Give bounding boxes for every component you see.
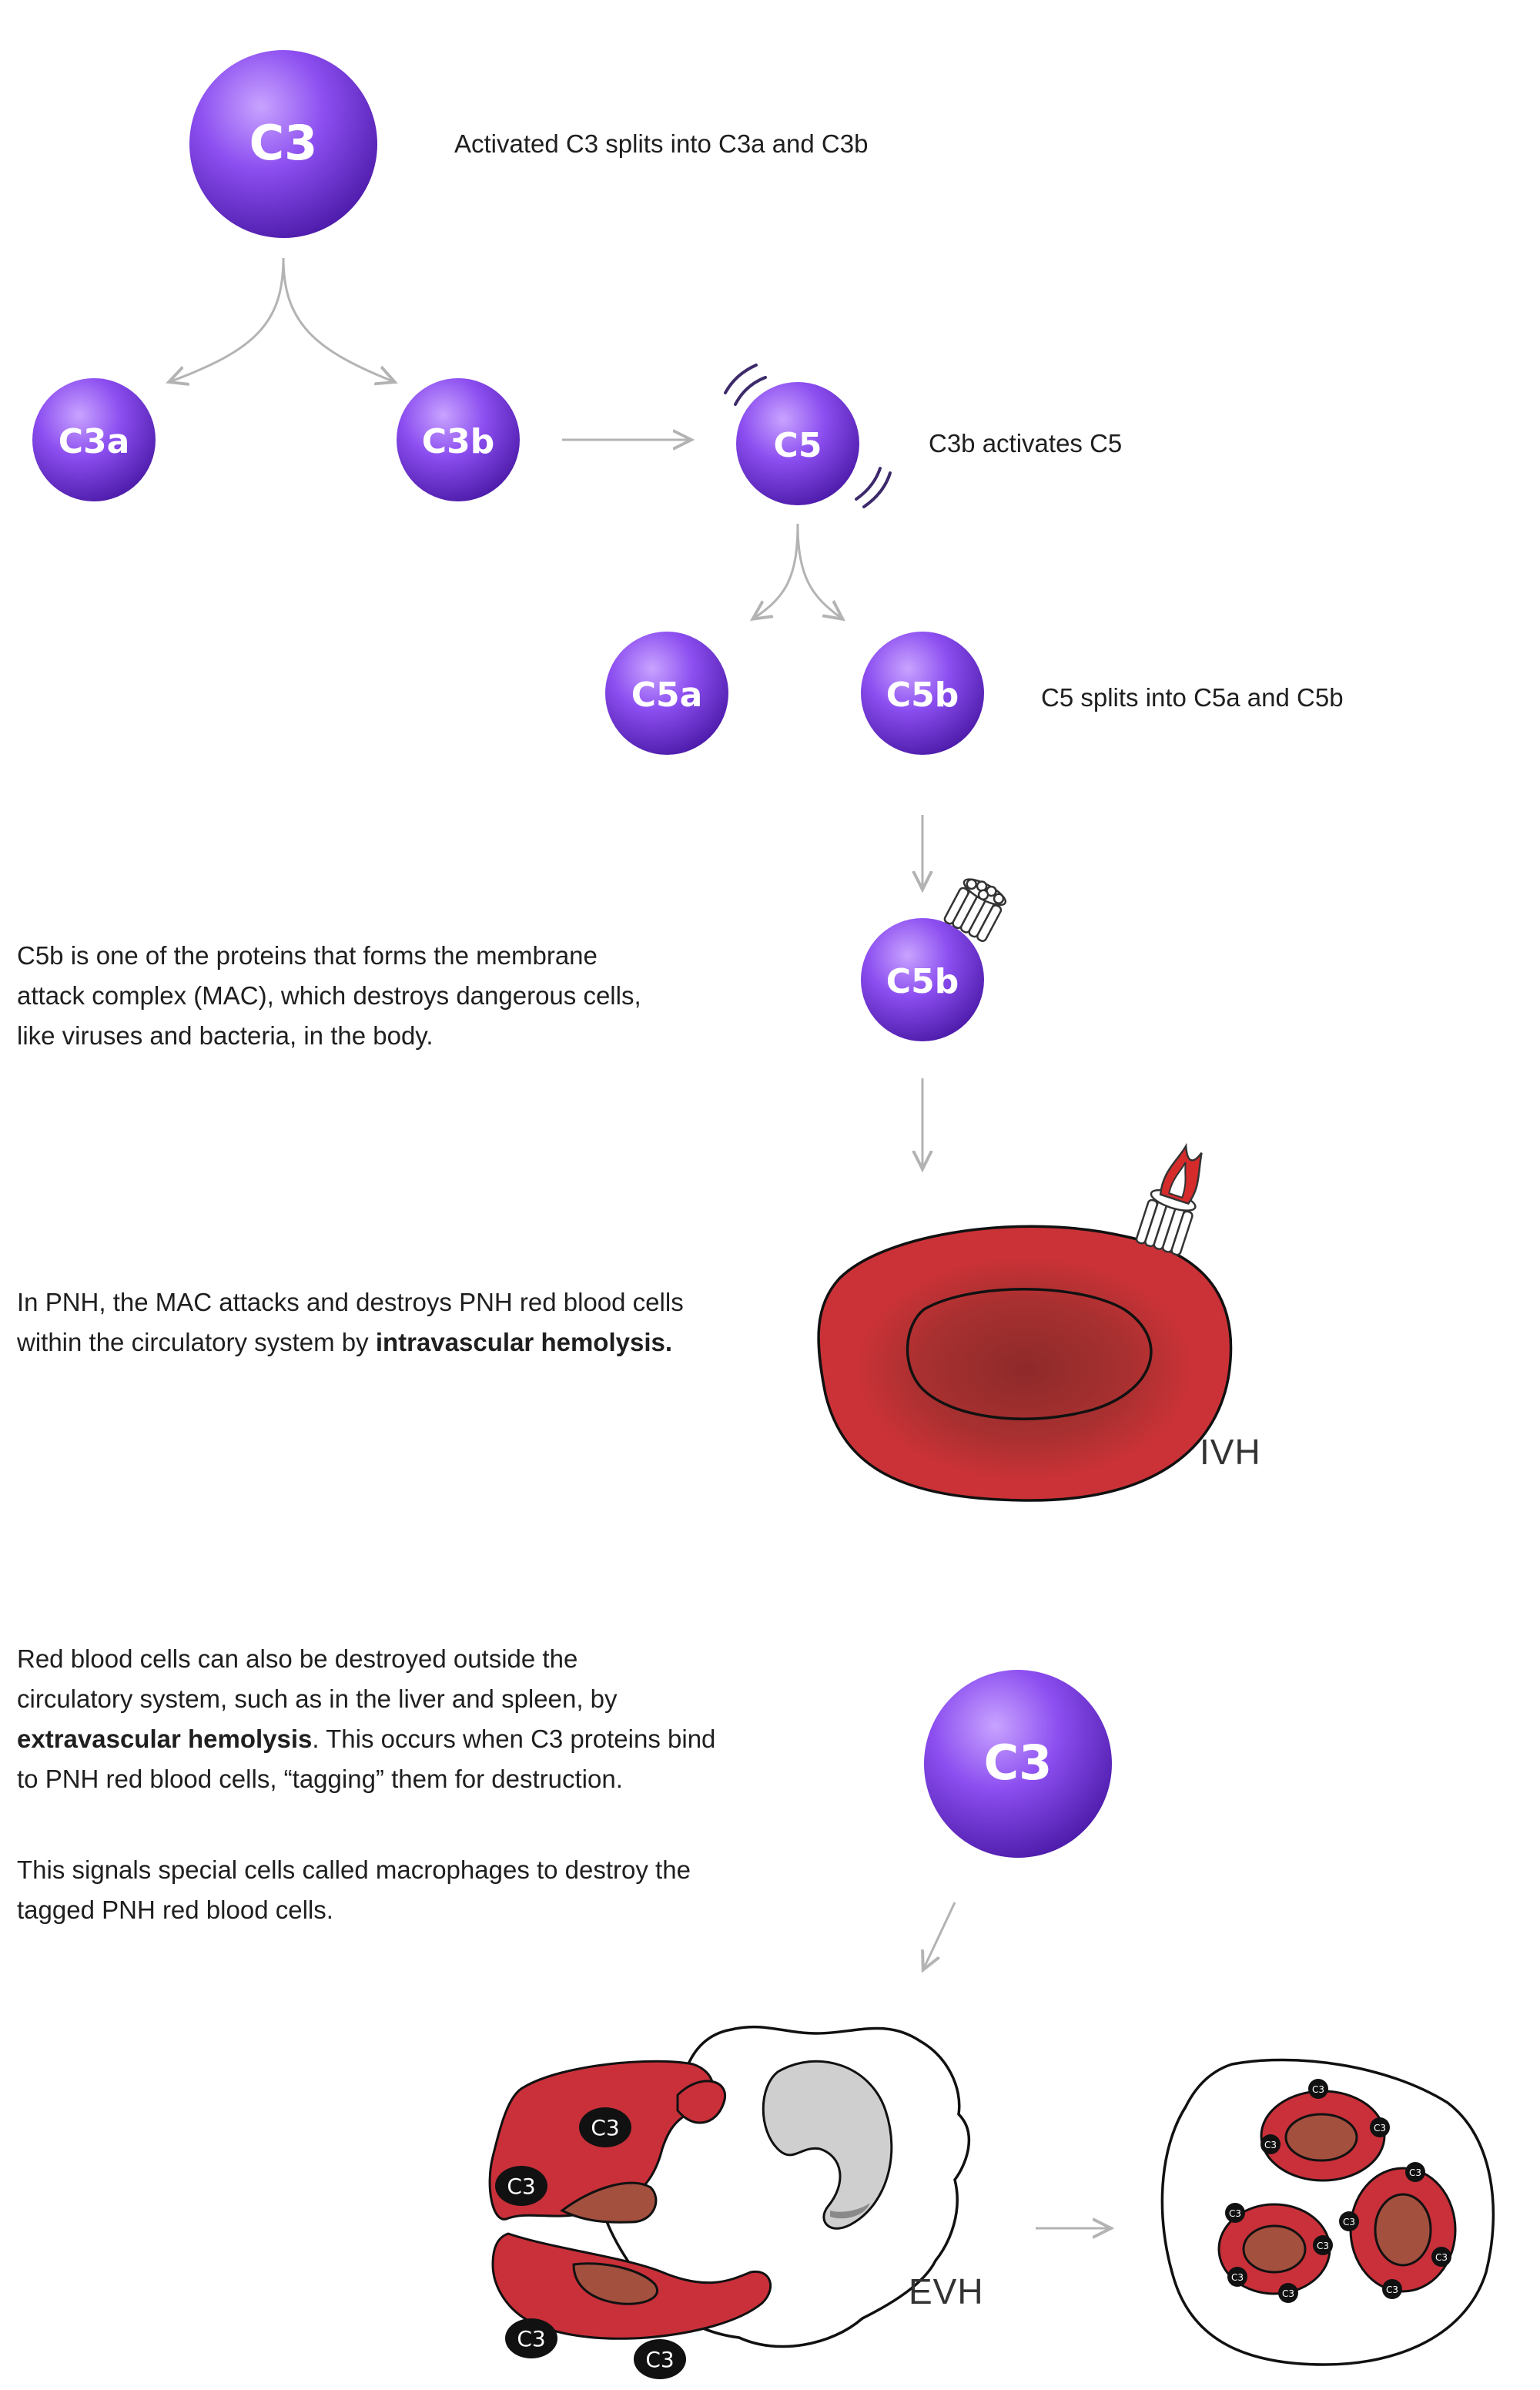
c3a-molecule: C3a bbox=[32, 378, 156, 501]
digested-cell-1 bbox=[1260, 2090, 1386, 2182]
caption-evh-line-4: to PNH red blood cells, “tagging” them f… bbox=[17, 1765, 623, 1793]
c3-tag-1: C3 bbox=[579, 2107, 631, 2147]
caption-evh: Red blood cells can also be destroyed ou… bbox=[17, 1639, 715, 1799]
ivh-term: intravascular hemolysis. bbox=[375, 1328, 673, 1356]
svg-text:C5: C5 bbox=[774, 426, 822, 465]
svg-text:C3: C3 bbox=[1409, 2167, 1421, 2178]
mac-pore-red-icon bbox=[1135, 1142, 1203, 1256]
svg-text:C3: C3 bbox=[517, 2326, 545, 2351]
c3-tag-4: C3 bbox=[634, 2339, 686, 2379]
c3-split-arrows bbox=[171, 257, 393, 381]
caption-evh-line-1: Red blood cells can also be destroyed ou… bbox=[17, 1644, 578, 1673]
caption-c3-split: Activated C3 splits into C3a and C3b bbox=[454, 129, 869, 158]
ivh-red-blood-cell bbox=[817, 1142, 1233, 1502]
ivh-label: IVH bbox=[1200, 1432, 1261, 1472]
caption-mac-line-2: attack complex (MAC), which destroys dan… bbox=[17, 981, 641, 1010]
svg-text:C5b: C5b bbox=[886, 962, 959, 1001]
c3-molecule-top: C3 bbox=[189, 50, 377, 238]
caption-mac-line-3: like viruses and bacteria, in the body. bbox=[17, 1021, 434, 1050]
svg-text:C3: C3 bbox=[645, 2347, 674, 2372]
svg-text:C3: C3 bbox=[1264, 2140, 1277, 2150]
caption-c3b-activates: C3b activates C5 bbox=[929, 429, 1123, 458]
caption-mac-line-1: C5b is one of the proteins that forms th… bbox=[17, 941, 598, 970]
svg-text:C3: C3 bbox=[1386, 2284, 1398, 2295]
caption-evh-line-3: extravascular hemolysis. This occurs whe… bbox=[17, 1725, 716, 1753]
c3-tag-2: C3 bbox=[495, 2166, 547, 2206]
digested-cell-2 bbox=[1217, 2203, 1331, 2295]
svg-text:C3: C3 bbox=[1374, 2123, 1386, 2134]
caption-ivh-line-2: within the circulatory system by intrava… bbox=[17, 1328, 673, 1356]
svg-text:C3: C3 bbox=[1231, 2272, 1244, 2283]
c3-molecule-bottom: C3 bbox=[924, 1670, 1112, 1858]
macrophage-with-digested-cells: C3 C3 C3 C3 C3 C3 C3 C3 C3 C3 C3 bbox=[1160, 2058, 1495, 2366]
c3-tag-3: C3 bbox=[505, 2318, 557, 2358]
evh-term: extravascular hemolysis bbox=[17, 1725, 313, 1753]
caption-ivh: In PNH, the MAC attacks and destroys PNH… bbox=[17, 1282, 684, 1363]
digested-cell-3 bbox=[1349, 2167, 1457, 2293]
svg-text:C3b: C3b bbox=[422, 422, 494, 461]
evh-label: EVH bbox=[909, 2271, 984, 2311]
svg-text:C3a: C3a bbox=[59, 422, 130, 461]
c5-molecule: C5 bbox=[724, 364, 892, 508]
caption-mac: C5b is one of the proteins that forms th… bbox=[17, 936, 641, 1056]
svg-text:C3: C3 bbox=[1282, 2288, 1294, 2299]
mac-pore-icon bbox=[943, 878, 1007, 942]
activation-lines-icon bbox=[724, 364, 892, 508]
c5b-molecule: C5b bbox=[861, 632, 984, 755]
svg-text:C3: C3 bbox=[507, 2174, 535, 2199]
svg-text:C3: C3 bbox=[1229, 2208, 1241, 2219]
c3-to-evh-arrow bbox=[924, 1902, 956, 1968]
c5a-molecule: C5a bbox=[605, 632, 728, 755]
svg-text:C3: C3 bbox=[1435, 2252, 1448, 2263]
svg-text:C3: C3 bbox=[1312, 2084, 1324, 2095]
small-c3-tags: C3 C3 C3 C3 C3 C3 C3 C3 C3 C3 C3 bbox=[1225, 2079, 1451, 2303]
c5b-mac-molecule: C5b bbox=[861, 878, 1007, 1041]
caption-macrophage-line-1: This signals special cells called macrop… bbox=[17, 1855, 691, 1884]
svg-text:C5a: C5a bbox=[631, 675, 703, 715]
svg-text:C5b: C5b bbox=[886, 675, 959, 715]
c5-split-arrows bbox=[755, 523, 841, 618]
svg-text:C3: C3 bbox=[984, 1735, 1053, 1791]
svg-text:C3: C3 bbox=[1317, 2241, 1329, 2251]
macrophage-nucleus bbox=[762, 2060, 893, 2230]
c3-tags: C3 C3 C3 C3 bbox=[495, 2107, 686, 2379]
caption-c5-split: C5 splits into C5a and C5b bbox=[1041, 683, 1344, 712]
caption-ivh-line-1: In PNH, the MAC attacks and destroys PNH… bbox=[17, 1288, 684, 1316]
caption-evh-line-2: circulatory system, such as in the liver… bbox=[17, 1684, 618, 1713]
svg-text:C3: C3 bbox=[591, 2115, 619, 2140]
caption-macrophage: This signals special cells called macrop… bbox=[17, 1850, 691, 1930]
svg-text:C3: C3 bbox=[249, 115, 318, 171]
svg-text:C3: C3 bbox=[1343, 2217, 1355, 2227]
caption-macrophage-line-2: tagged PNH red blood cells. bbox=[17, 1896, 333, 1924]
c3b-molecule: C3b bbox=[397, 378, 520, 501]
